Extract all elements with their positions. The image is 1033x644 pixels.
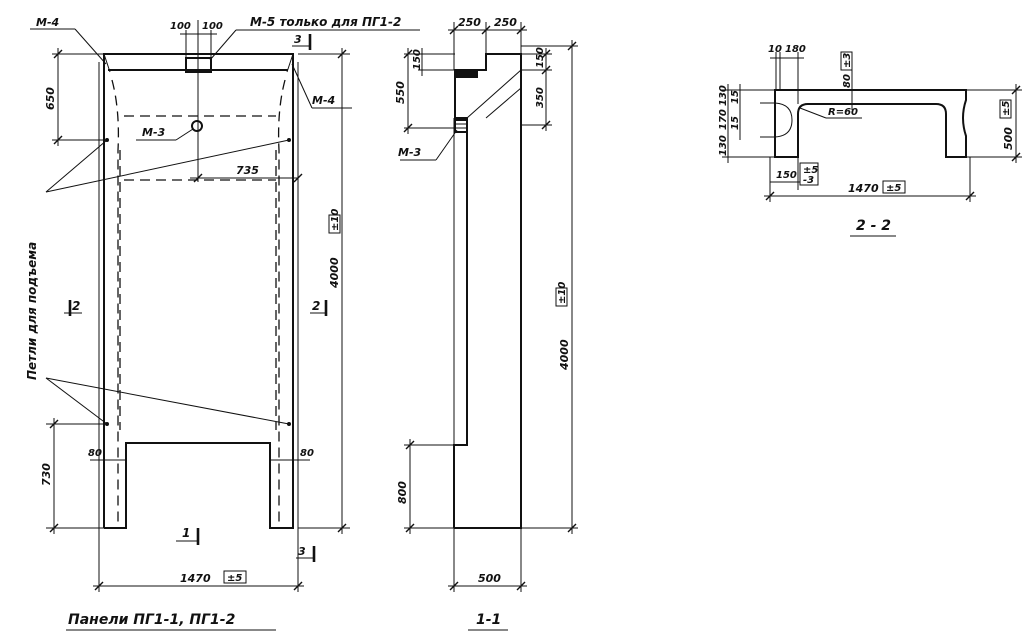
panel-title: Панели ПГ1-1, ПГ1-2 <box>68 612 235 628</box>
tol-10-section: ±10 <box>557 282 568 304</box>
m3-label-section: М-3 <box>398 146 422 159</box>
tol-5-right: ±5 <box>1001 101 1012 116</box>
tol-5c: ±5 <box>886 183 901 194</box>
dim-250b: 250 <box>494 16 517 29</box>
tol-5: ±5 <box>227 573 242 584</box>
dim-130b: 130 <box>718 135 729 156</box>
hidden-lines <box>111 79 286 528</box>
dim-80-left: 80 <box>88 448 102 459</box>
dim-15b: 15 <box>730 116 741 130</box>
dim-500-section: 500 <box>1002 127 1015 150</box>
dim-650: 650 <box>44 87 57 110</box>
loops-label: Петли для подъема <box>25 242 39 380</box>
dim-100b: 100 <box>202 21 223 32</box>
tol-3a: ±3 <box>842 53 853 68</box>
section-1-1: 250 250 550 150 150 350 М-3 4000 ± <box>394 16 578 631</box>
dim-1470: 1470 <box>180 572 211 585</box>
tol-5b: ±5 <box>803 165 818 176</box>
tol-3b: -3 <box>803 175 814 186</box>
radius-label: R=60 <box>828 107 858 118</box>
m4-right-label: М-4 <box>312 94 335 107</box>
panel-elevation: Петли для подъема М-4 М-4 М-5 только для… <box>25 15 420 631</box>
dim-1470-section: 1470 <box>848 182 879 195</box>
section-1-1-title: 1-1 <box>476 612 501 628</box>
dim-550: 550 <box>394 81 407 104</box>
dim-150-2: 150 <box>776 170 797 181</box>
section-2-2-title: 2 - 2 <box>856 218 891 234</box>
dim-735: 735 <box>236 164 259 177</box>
dim-15a: 15 <box>730 90 741 104</box>
m3-label: М-3 <box>142 126 166 139</box>
dim-150r: 150 <box>535 47 546 68</box>
section-mark-3-top: 3 <box>292 33 312 50</box>
m4-left-label: М-4 <box>36 16 59 29</box>
dim-80: 80 <box>842 74 853 88</box>
dim-130: 130 <box>718 85 729 106</box>
m3-insert <box>191 120 203 132</box>
dim-250a: 250 <box>458 16 481 29</box>
svg-text:1: 1 <box>182 526 190 540</box>
dim-730: 730 <box>40 463 53 486</box>
dim-350: 350 <box>535 87 546 108</box>
svg-text:2: 2 <box>312 299 320 313</box>
dim-180: 180 <box>785 44 806 55</box>
dim-80-right: 80 <box>300 448 314 459</box>
svg-text:3: 3 <box>298 545 306 558</box>
dim-800: 800 <box>396 481 409 504</box>
section-mark-1: 1 <box>176 526 200 545</box>
section-mark-2-left: 2 <box>64 299 82 316</box>
m5-label: М-5 только для ПГ1-2 <box>250 15 401 29</box>
section-mark-2-right: 2 <box>310 299 328 316</box>
section-mark-3-bottom: 3 <box>296 545 316 562</box>
dim-4000-section: 4000 <box>558 339 571 371</box>
svg-text:2: 2 <box>72 299 80 313</box>
section-2-2: 10 180 80 ±3 130 15 170 15 130 R=60 500 … <box>718 44 1022 237</box>
dim-170: 170 <box>718 109 729 130</box>
dim-100a: 100 <box>170 21 191 32</box>
dim-150: 150 <box>412 49 423 70</box>
tol-10: ±10 <box>330 209 341 231</box>
dim-500: 500 <box>478 572 501 585</box>
svg-text:3: 3 <box>294 33 302 46</box>
dim-4000: 4000 <box>328 257 341 289</box>
dim-10: 10 <box>768 44 782 55</box>
